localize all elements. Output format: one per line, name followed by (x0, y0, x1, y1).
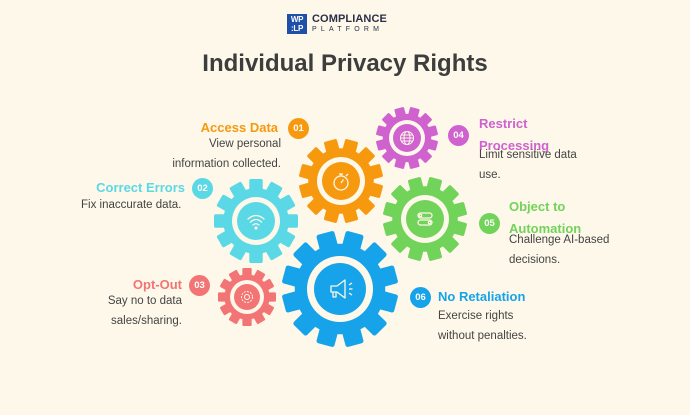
gear-no-retaliation (268, 217, 412, 361)
stopwatch-icon (333, 173, 349, 191)
right-desc-correct-errors: Fix inaccurate data. (81, 199, 182, 211)
page-title: Individual Privacy Rights (202, 50, 488, 77)
toggle-icon (417, 212, 433, 226)
badge-01: 01 (288, 118, 309, 139)
settings-gear-icon (241, 291, 253, 303)
right-title-opt-out: Opt-Out (132, 277, 182, 292)
badge-02: 02 (192, 178, 213, 199)
badge-04: 04 (448, 125, 469, 146)
wifi-icon (247, 214, 265, 230)
gear-restrict-processing (369, 100, 445, 176)
logo-name: COMPLIANCE (312, 13, 387, 25)
gear-correct-errors (214, 179, 298, 263)
megaphone-icon (330, 279, 353, 299)
right-title-correct-errors: Correct Errors (96, 180, 185, 195)
logo-mark: WP:LP (287, 14, 307, 34)
logo-subtitle: PLATFORM (312, 26, 384, 33)
globe-icon (400, 131, 414, 145)
badge-03: 03 (189, 275, 210, 296)
badge-06: 06 (410, 287, 431, 308)
right-title-access-data: Access Data (200, 120, 278, 135)
right-title-no-retaliation: No Retaliation (438, 289, 526, 304)
gear-opt-out (218, 268, 276, 326)
gear-object-to-automation (373, 167, 477, 271)
logo: WP:LP COMPLIANCE PLATFORM (287, 14, 387, 34)
badge-05: 05 (479, 213, 500, 234)
gear-access-data (289, 129, 393, 233)
